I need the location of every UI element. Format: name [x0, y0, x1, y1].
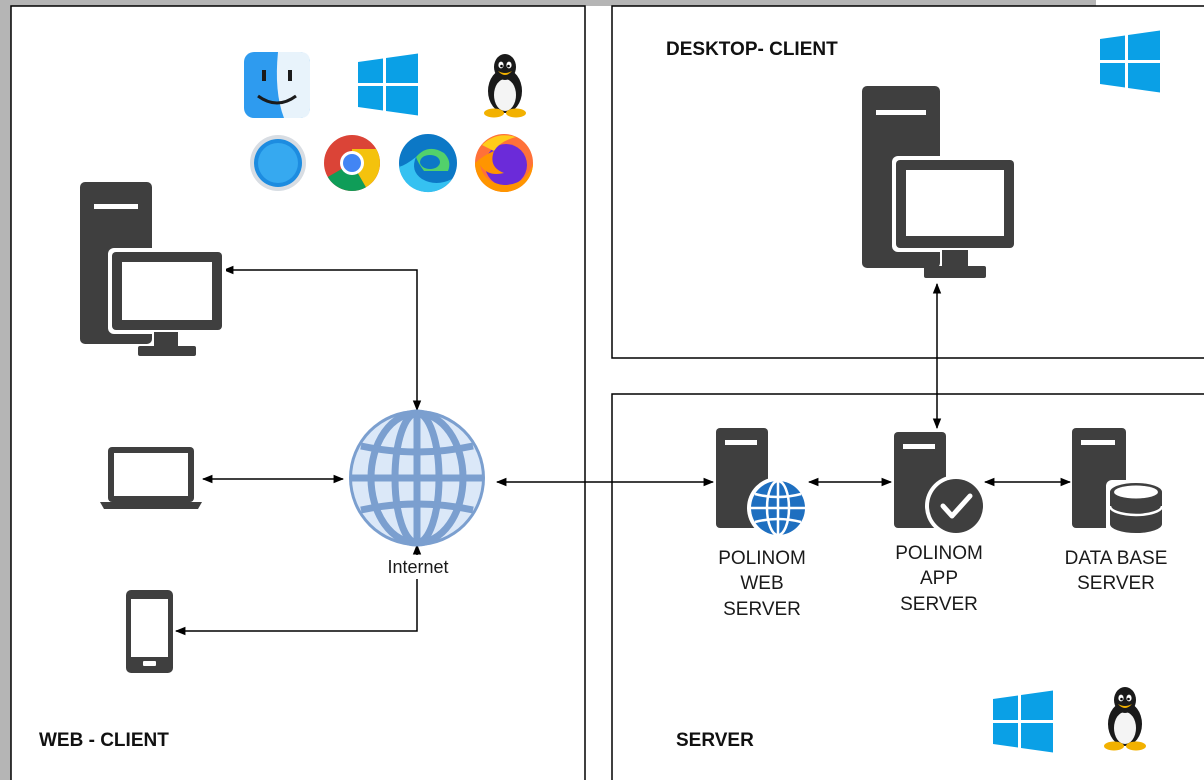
internet-label: Internet [387, 557, 448, 577]
left-window-strip [0, 0, 11, 780]
safari-icon [250, 135, 306, 191]
web-server-label-1: POLINOM [718, 548, 806, 569]
firefox-icon [475, 134, 533, 192]
web-server-label-3: SERVER [723, 599, 801, 620]
app-server-label-1: POLINOM [895, 543, 983, 564]
web-client-panel [10, 5, 586, 780]
app-server-label-2: APP [920, 568, 958, 589]
app-server-label-3: SERVER [900, 594, 978, 615]
desktop-client-title: DESKTOP- CLIENT [666, 39, 838, 60]
db-server-label-1: DATA BASE [1065, 548, 1168, 569]
laptop-icon [100, 447, 202, 509]
finder-icon [244, 52, 310, 118]
app-server-icon [894, 432, 987, 537]
connector-desktop-internet [222, 265, 422, 412]
internet-globe-icon [349, 409, 485, 547]
desktop-computer-icon [80, 182, 226, 356]
desktop-computer-icon [862, 86, 1018, 278]
internet-label-bg [380, 555, 456, 579]
edge-icon [399, 134, 457, 193]
web-client-title: WEB - CLIENT [39, 730, 169, 751]
connectors [174, 265, 1072, 636]
db-server-label-2: SERVER [1077, 573, 1155, 594]
database-server-icon [1072, 428, 1166, 534]
top-window-strip [11, 0, 1096, 6]
smartphone-icon [126, 590, 173, 673]
chrome-icon [324, 135, 380, 191]
web-server-icon [716, 428, 809, 539]
web-server-label-2: WEB [740, 573, 783, 594]
server-title: SERVER [676, 730, 754, 751]
